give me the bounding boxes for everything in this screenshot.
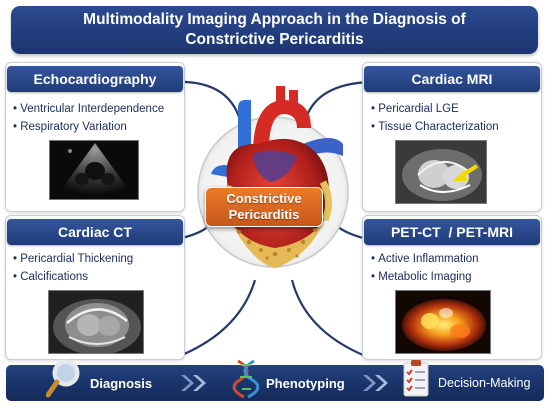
footer-item-diagnosis: Diagnosis bbox=[46, 359, 153, 401]
arrow-icon bbox=[453, 164, 479, 181]
ct-image bbox=[48, 290, 144, 354]
connector-echo bbox=[174, 80, 242, 121]
footer-label-diagnosis: Diagnosis bbox=[90, 375, 153, 391]
connector-pet-lower bbox=[290, 279, 364, 357]
center-label-line-1: Constrictive bbox=[226, 191, 302, 206]
bullet-item: Tissue Characterization bbox=[371, 118, 498, 136]
footer-item-phenotyping: Phenotyping bbox=[232, 359, 345, 401]
footer-label-decision-making: Decision-Making bbox=[438, 376, 531, 390]
echo-image bbox=[49, 140, 139, 200]
panel-header-cardiac-ct: Cardiac CT bbox=[7, 219, 183, 245]
footer-bar: Diagnosis Phenotyping Decis bbox=[6, 359, 544, 401]
bullet-item: Pericardial Thickening bbox=[13, 250, 133, 268]
bullet-list-pet: Active Inflammation Metabolic Imaging bbox=[371, 250, 479, 286]
panel-pet: PET-CT / PET-MRI Active Inflammation Met… bbox=[362, 215, 542, 360]
bullet-list-cardiac-ct: Pericardial Thickening Calcifications bbox=[13, 250, 133, 286]
panel-cardiac-ct: Cardiac CT Pericardial Thickening Calcif… bbox=[5, 215, 185, 360]
pet-image bbox=[395, 290, 491, 354]
panel-header-cardiac-mri: Cardiac MRI bbox=[364, 66, 540, 92]
bullet-item: Pericardial LGE bbox=[371, 100, 499, 118]
title-banner: Multimodality Imaging Approach in the Di… bbox=[11, 6, 538, 54]
title-line-1: Multimodality Imaging Approach in the Di… bbox=[83, 11, 466, 28]
panel-header-echocardiography: Echocardiography bbox=[7, 66, 183, 92]
mri-image bbox=[395, 140, 487, 204]
center-label: Constrictive Pericarditis bbox=[205, 187, 323, 227]
bullet-list-cardiac-mri: Pericardial LGE Tissue Characterization bbox=[371, 100, 499, 136]
dna-icon bbox=[232, 359, 260, 399]
footer-label-phenotyping: Phenotyping bbox=[266, 375, 345, 391]
bullet-item: Metabolic Imaging bbox=[371, 268, 479, 286]
magnifier-icon bbox=[46, 359, 80, 398]
bullet-item: Calcifications bbox=[13, 268, 133, 286]
title-line-2: Constrictive Pericarditis bbox=[185, 31, 364, 48]
bullet-item: Respiratory Variation bbox=[13, 118, 164, 136]
heart-illustration bbox=[197, 86, 349, 268]
panel-header-pet: PET-CT / PET-MRI bbox=[364, 219, 540, 245]
panel-echocardiography: Echocardiography Ventricular Interdepend… bbox=[5, 62, 185, 212]
bullet-list-echocardiography: Ventricular Interdependence Respiratory … bbox=[13, 100, 164, 136]
center-label-line-2: Pericarditis bbox=[228, 207, 300, 222]
checklist-icon bbox=[403, 360, 429, 397]
connector-ct-lower bbox=[181, 279, 257, 357]
chevron-right-icon bbox=[363, 375, 388, 391]
bullet-item: Ventricular Interdependence bbox=[13, 100, 164, 118]
connector-mri bbox=[304, 80, 371, 119]
panel-cardiac-mri: Cardiac MRI Pericardial LGE Tissue Chara… bbox=[362, 62, 542, 212]
footer-item-decision-making: Decision-Making bbox=[402, 360, 531, 401]
chevron-right-icon bbox=[181, 375, 206, 391]
bullet-item: Active Inflammation bbox=[371, 250, 478, 268]
